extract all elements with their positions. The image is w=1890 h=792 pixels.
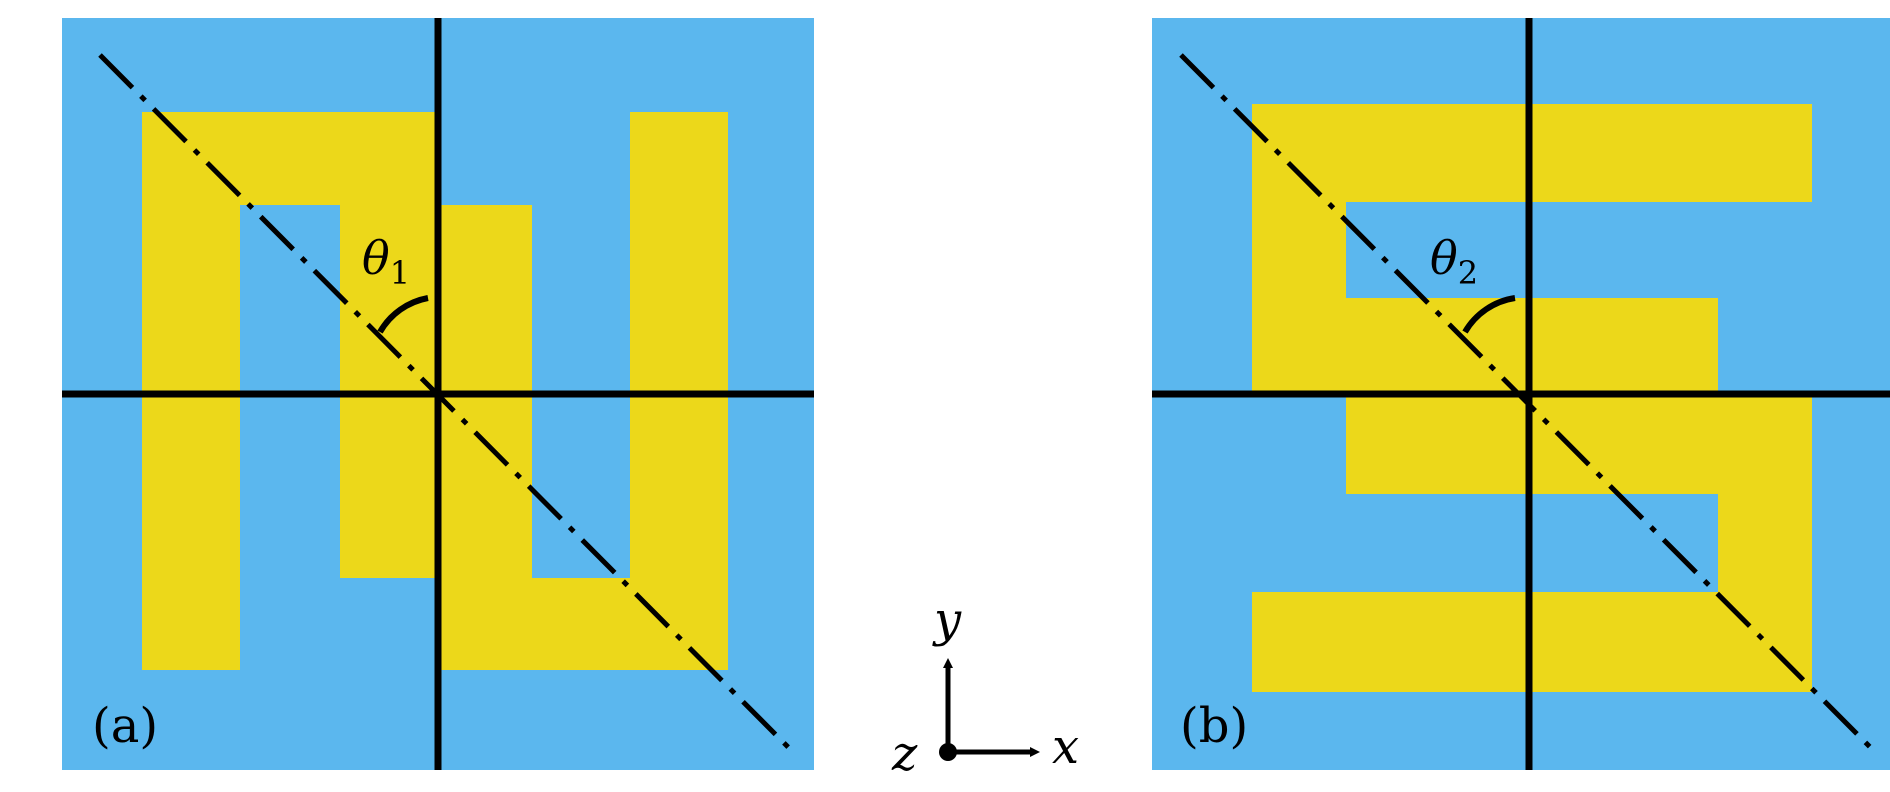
- panel-a-angle-arc: [377, 295, 429, 334]
- metal-middle-upper-bar: [1252, 298, 1718, 394]
- panel-a: θ1 (a): [62, 18, 814, 770]
- metal-top-bar: [142, 112, 438, 205]
- x-axis-label: x: [1052, 719, 1079, 775]
- panel-b: θ2 (b): [1152, 18, 1890, 770]
- panel-a-angle-label: θ1: [362, 231, 410, 292]
- panel-b-angle-arc: [1462, 295, 1516, 334]
- z-axis-label: z: [891, 726, 918, 782]
- panel-b-diagonal-symmetry-line: [1179, 53, 1877, 754]
- metal-lower-left-bar: [1346, 394, 1440, 494]
- panel-a-label: (a): [92, 698, 158, 754]
- panel-a-diagonal-symmetry-line: [98, 53, 795, 754]
- z-axis-dot: [939, 743, 957, 761]
- panel-b-label: (b): [1180, 698, 1248, 754]
- y-axis-label: y: [932, 592, 962, 648]
- panel-b-angle-label: θ2: [1430, 231, 1478, 292]
- coordinate-triad: y x z: [891, 592, 1079, 782]
